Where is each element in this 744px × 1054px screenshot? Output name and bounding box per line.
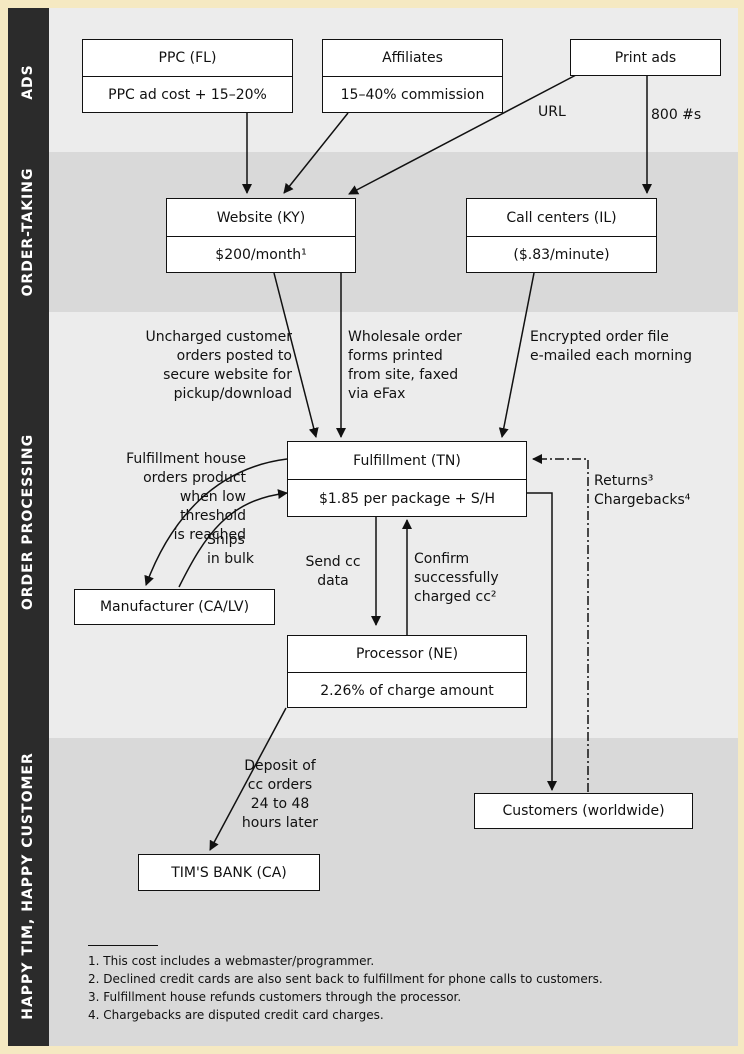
node-website-detail: $200/month¹ [215, 247, 307, 263]
edge-label-send-cc: Send cc data [305, 554, 361, 589]
section-label-happy-customer: HAPPY TIM, HAPPY CUSTOMER [20, 752, 36, 1020]
node-manufacturer: Manufacturer (CA/LV) [74, 589, 275, 625]
edge-label-ships: Ships in bulk [207, 532, 254, 567]
node-processor: Processor (NE) 2.26% of charge amount [287, 635, 527, 708]
edge-label-uncharged: Uncharged customer orders posted to secu… [145, 329, 292, 402]
edge-label-deposit: Deposit of cc orders 24 to 48 hours late… [241, 758, 319, 831]
node-call-centers: Call centers (IL) ($.83/minute) [466, 198, 657, 273]
node-processor-title: Processor (NE) [288, 636, 526, 673]
node-fulfillment: Fulfillment (TN) $1.85 per package + S/H [287, 441, 527, 517]
node-processor-detail: 2.26% of charge amount [320, 682, 494, 699]
node-customers: Customers (worldwide) [474, 793, 693, 829]
node-bank: TIM'S BANK (CA) [138, 854, 320, 891]
node-website-title: Website (KY) [167, 199, 355, 237]
edge-label-confirm: Confirm successfully charged cc² [414, 551, 499, 605]
edge-label-phone: 800 #s [651, 107, 702, 123]
section-label-ads: ADS [20, 64, 36, 100]
node-print-ads: Print ads [570, 39, 721, 76]
node-ppc-title: PPC (FL) [83, 40, 292, 77]
node-call-centers-title: Call centers (IL) [467, 199, 656, 237]
node-ppc: PPC (FL) PPC ad cost + 15–20% [82, 39, 293, 113]
edge-label-encrypted: Encrypted order file e-mailed each morni… [530, 329, 693, 364]
node-fulfillment-title: Fulfillment (TN) [288, 442, 526, 480]
edge-label-fulfillment-orders: Fulfillment house orders product when lo… [126, 451, 246, 543]
footnote-2: 2. Declined credit cards are also sent b… [88, 972, 603, 986]
node-fulfillment-detail: $1.85 per package + S/H [318, 490, 496, 507]
node-ppc-detail: PPC ad cost + 15–20% [108, 87, 267, 103]
node-call-centers-detail: ($.83/minute) [513, 247, 610, 263]
node-affiliates-title: Affiliates [323, 40, 502, 77]
edge-label-returns: Returns³ Chargebacks⁴ [594, 473, 691, 508]
band-happy-customer [49, 738, 738, 1046]
footnote-4: 4. Chargebacks are disputed credit card … [88, 1008, 384, 1022]
edge-label-wholesale: Wholesale order forms printed from site,… [348, 329, 462, 402]
node-affiliates: Affiliates 15–40% commission [322, 39, 503, 113]
section-sidebar [8, 8, 49, 1046]
edge-label-url: URL [538, 104, 566, 120]
node-affiliates-detail: 15–40% commission [340, 87, 485, 103]
section-label-order-processing: ORDER PROCESSING [20, 433, 36, 611]
footnote-3: 3. Fulfillment house refunds customers t… [88, 990, 462, 1004]
node-website: Website (KY) $200/month¹ [166, 198, 356, 273]
footnote-rule [88, 945, 158, 946]
section-label-order-taking: ORDER-TAKING [20, 167, 36, 297]
diagram-frame [8, 8, 738, 1046]
footnote-1: 1. This cost includes a webmaster/progra… [88, 954, 375, 968]
